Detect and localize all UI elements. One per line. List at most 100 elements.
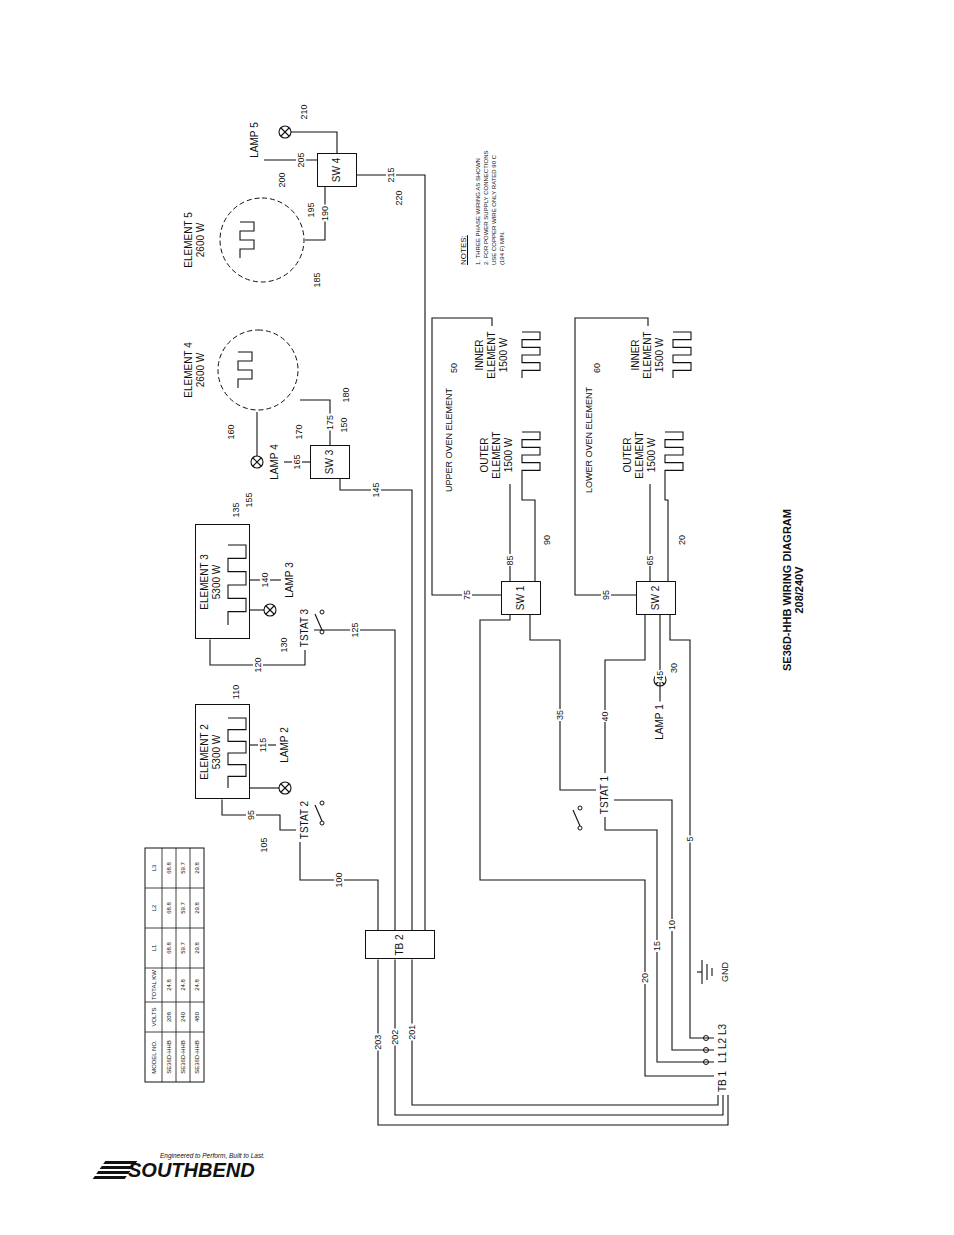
lamp-symbol <box>281 128 289 136</box>
wire-number: 45 <box>655 670 665 682</box>
wire <box>357 175 425 931</box>
table-grid <box>145 928 204 929</box>
wire-line <box>256 412 257 456</box>
oven-element-label: OUTER ELEMENT 1500 W <box>619 426 661 484</box>
lamp-symbol <box>281 128 289 136</box>
callout-number: 200 <box>278 172 288 187</box>
heating-coil <box>238 352 252 388</box>
component-label: LAMP 5 <box>249 122 261 157</box>
table-cell: 24.8 <box>166 979 173 991</box>
callout-number: 135 <box>232 502 242 517</box>
wire-line <box>250 609 264 610</box>
wire-number: 20 <box>640 972 650 984</box>
wire-number: 115 <box>258 737 268 753</box>
lamp-label: LAMP 3 <box>281 560 299 601</box>
element-outline <box>220 198 304 282</box>
element-circle: ELEMENT 4 2600 W <box>180 322 300 418</box>
ground-symbol <box>711 968 712 976</box>
component-label: SW 3 <box>324 450 336 474</box>
callout-number: 180 <box>342 387 352 402</box>
callout-number: 185 <box>313 272 323 287</box>
thermostat-label: TSTAT 2 <box>296 798 314 842</box>
note-text: 1. THREE PHASE WIRING AS SHOWN <box>475 158 482 265</box>
callout-number: 20 <box>678 535 688 545</box>
thermostat-label: TSTAT 3 <box>296 606 314 650</box>
table-cell: 68.8 <box>166 942 173 954</box>
callout-number: 130 <box>280 637 290 652</box>
wire-number: 165 <box>292 453 302 470</box>
component-label: INNER ELEMENT 1500 W <box>630 329 666 381</box>
lamp-symbol <box>253 458 261 466</box>
ground-symbol <box>697 971 702 972</box>
table-cell: VOLTS <box>150 1007 157 1026</box>
logo-stripe <box>96 1171 130 1174</box>
callout-number: 195 <box>307 202 317 217</box>
wire-number: 95 <box>246 809 256 821</box>
thermostat-symbol <box>573 810 580 826</box>
callout-number: 170 <box>295 424 305 439</box>
component-label: ELEMENT 3 5300 W <box>199 552 223 612</box>
callout-number: LOWER OVEN ELEMENT <box>585 387 595 493</box>
thermostat-symbol <box>315 614 322 630</box>
wire-number: 100 <box>334 871 344 888</box>
wire <box>264 159 317 160</box>
thermostat-contact <box>320 801 324 805</box>
wire-number: 75 <box>462 589 472 601</box>
table-cell: SE36D-HHB <box>166 1040 173 1074</box>
table-cell: 29.8 <box>194 862 201 874</box>
element-box: ELEMENT 3 5300 W <box>195 525 250 640</box>
lamp-symbol <box>279 126 291 138</box>
component-label: TB 1 <box>717 1071 729 1092</box>
switch-box: SW 1 <box>501 581 541 615</box>
wire <box>412 960 718 1106</box>
wire <box>659 615 660 702</box>
callout-number: 210 <box>300 104 310 119</box>
wire-number: 85 <box>505 554 515 566</box>
wire-number: 175 <box>325 414 335 431</box>
terminal-block: TB 2 <box>365 931 435 960</box>
component-label: INNER ELEMENT 1500 W <box>474 329 510 381</box>
wire-number: 203 <box>373 1034 383 1051</box>
lamp-symbol <box>266 606 274 614</box>
wire-number: 125 <box>350 621 360 638</box>
table-cell: 29.8 <box>194 902 201 914</box>
table-grid <box>145 1032 204 1033</box>
table-cell: TOTAL KW <box>150 970 157 1000</box>
switch-box: SW 3 <box>310 445 350 479</box>
thermostat-contact <box>320 610 324 614</box>
wire <box>340 479 412 931</box>
thermostat-contact <box>578 826 582 830</box>
table-grid <box>145 1002 204 1003</box>
oven-element-label: INNER ELEMENT 1500 W <box>627 326 669 384</box>
wire-number: 15 <box>652 940 662 952</box>
component-label: L1 L2 L3 <box>717 1024 729 1063</box>
table-cell: 68.8 <box>166 862 173 874</box>
table-grid <box>162 848 163 1082</box>
wire-number: 215 <box>386 166 396 183</box>
heating-coil <box>522 432 540 478</box>
heating-coil <box>665 432 683 478</box>
wire-number: 201 <box>407 1024 417 1041</box>
callout-number: 110 <box>232 685 242 699</box>
callout-number: 155 <box>245 492 255 507</box>
component-label: OUTER ELEMENT 1500 W <box>479 429 515 481</box>
wire <box>222 800 296 831</box>
element-circle: ELEMENT 5 2600 W <box>180 190 305 290</box>
wire-line <box>250 787 279 788</box>
wire-number: 65 <box>645 554 655 566</box>
wire-number: 140 <box>260 571 270 588</box>
wire-number: 120 <box>253 656 263 673</box>
table-cell: 208 <box>166 1012 173 1022</box>
table-cell: MODEL NO. <box>150 1040 157 1073</box>
heating-coil <box>228 718 246 788</box>
callout-number: 160 <box>227 424 237 439</box>
wire-line <box>291 132 337 153</box>
thermostat-symbol <box>315 805 322 821</box>
table-cell: 24.8 <box>194 979 201 991</box>
table-grid <box>176 848 177 1082</box>
wire <box>530 615 596 790</box>
wire-line <box>665 478 668 581</box>
element-outline <box>218 330 298 410</box>
switch-box: SW 2 <box>636 581 676 615</box>
